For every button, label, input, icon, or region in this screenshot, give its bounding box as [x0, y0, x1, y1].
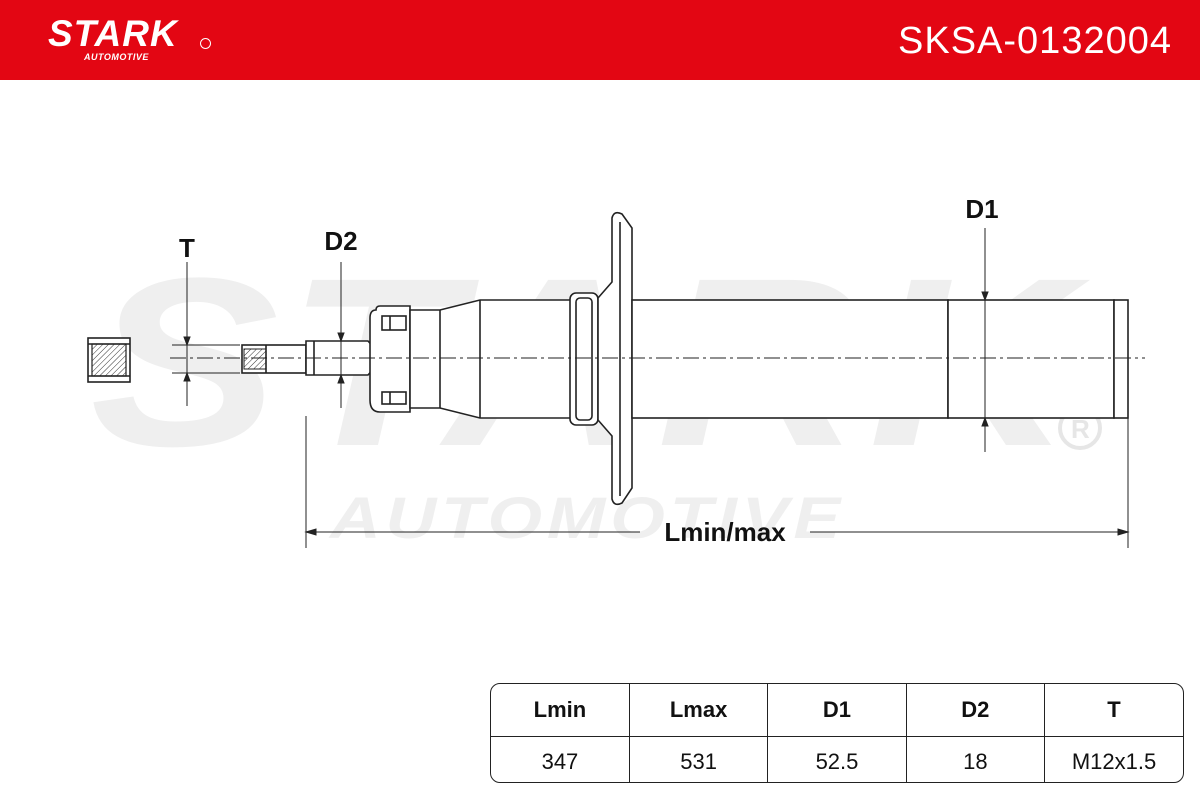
label-d2: D2 — [324, 226, 357, 256]
dimension-length — [304, 416, 1130, 548]
lower-tube — [947, 299, 1115, 419]
label-t: T — [179, 233, 195, 263]
label-length: Lmin/max — [664, 517, 786, 547]
shock-body — [87, 211, 1145, 506]
top-cap — [369, 305, 411, 413]
main-tube — [631, 299, 949, 419]
dimension-t — [172, 262, 240, 406]
specs-table: Lmin Lmax D1 D2 T 347 531 52.5 18 M12x1.… — [490, 683, 1184, 783]
logo-tagline: AUTOMOTIVE — [84, 52, 149, 62]
specs-header-t: T — [1044, 684, 1183, 737]
tapered-tube — [409, 299, 576, 419]
watermark-sub: AUTOMOTIVE — [328, 486, 845, 551]
label-d1: D1 — [965, 194, 998, 224]
specs-value-lmax: 531 — [629, 736, 769, 782]
part-number: SKSA-0132004 — [898, 20, 1172, 62]
specs-header-lmax: Lmax — [629, 684, 769, 737]
specs-value-lmin: 347 — [491, 736, 630, 782]
specs-value-d2: 18 — [906, 736, 1046, 782]
dimension-d1 — [981, 228, 989, 452]
dimension-d2 — [337, 262, 345, 408]
specs-header-lmin: Lmin — [491, 684, 630, 737]
specs-header-d1: D1 — [767, 684, 907, 737]
header-bar: STARK AUTOMOTIVE SKSA-0132004 — [0, 0, 1200, 80]
specs-value-row: 347 531 52.5 18 M12x1.5 — [491, 736, 1183, 782]
registered-mark-icon — [200, 38, 211, 49]
seal-ring — [569, 292, 599, 426]
threaded-stud — [241, 344, 307, 374]
specs-value-t: M12x1.5 — [1071, 749, 1157, 774]
watermark-registered-letter-icon: R — [1071, 414, 1090, 444]
end-cap — [1113, 299, 1129, 419]
specs-header-d2: D2 — [906, 684, 1046, 737]
specs-value-d1: 52.5 — [767, 736, 907, 782]
shock-absorber-drawing: STARK AUTOMOTIVE R — [87, 194, 1145, 551]
specs-header-row: Lmin Lmax D1 D2 T — [491, 684, 1183, 737]
nut-icon — [87, 337, 131, 383]
stark-logo: STARK AUTOMOTIVE — [48, 12, 218, 68]
logo-brand-text: STARK — [48, 13, 178, 54]
